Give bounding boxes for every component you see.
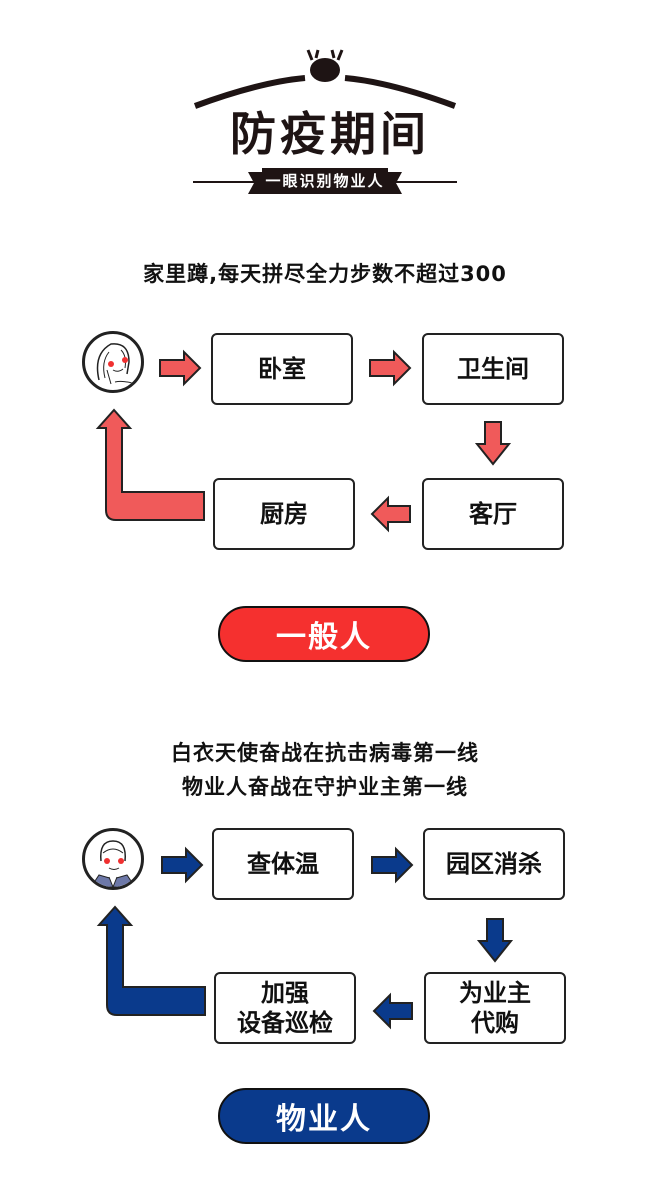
page-title: 防疫期间 bbox=[230, 107, 430, 161]
arrow-right-icon bbox=[369, 349, 412, 387]
staff-avatar-icon bbox=[82, 828, 144, 890]
label-ordinary-person: 一般人 bbox=[218, 606, 430, 662]
step-kitchen: 厨房 bbox=[213, 478, 355, 550]
page-subtitle: 一眼识别物业人 bbox=[262, 168, 388, 194]
step-shop-for-owners: 为业主 代购 bbox=[424, 972, 566, 1044]
woman-avatar-icon bbox=[82, 331, 144, 393]
section2-caption-line2: 物业人奋战在守护业主第一线 bbox=[182, 775, 468, 799]
section2-arrows bbox=[96, 846, 514, 1030]
arrow-left-icon bbox=[370, 495, 411, 533]
label-property-staff: 物业人 bbox=[218, 1088, 430, 1144]
mouse-icon bbox=[306, 49, 344, 82]
step-check-temperature: 查体温 bbox=[212, 828, 354, 900]
arrow-right-icon bbox=[371, 846, 414, 884]
arrow-up-l-icon bbox=[95, 408, 205, 521]
arrow-down-icon bbox=[476, 918, 514, 963]
section1-caption: 家里蹲,每天拼尽全力步数不超过300 bbox=[143, 262, 507, 286]
arch-left bbox=[193, 75, 306, 109]
section1-arrows bbox=[95, 349, 512, 533]
section2-caption-line1: 白衣天使奋战在抗击病毒第一线 bbox=[171, 741, 479, 765]
step-bathroom: 卫生间 bbox=[422, 333, 564, 405]
arrow-right-icon bbox=[161, 846, 204, 884]
step-equipment-inspection: 加强 设备巡检 bbox=[214, 972, 356, 1044]
arrow-down-icon bbox=[474, 421, 512, 466]
header-decoration bbox=[193, 49, 457, 194]
step-bedroom: 卧室 bbox=[211, 333, 353, 405]
arrow-up-l-icon bbox=[96, 905, 206, 1016]
arch-right bbox=[344, 75, 457, 109]
step-living-room: 客厅 bbox=[422, 478, 564, 550]
arrow-left-icon bbox=[372, 992, 413, 1030]
arrow-right-icon bbox=[159, 349, 202, 387]
step-disinfect-park: 园区消杀 bbox=[423, 828, 565, 900]
